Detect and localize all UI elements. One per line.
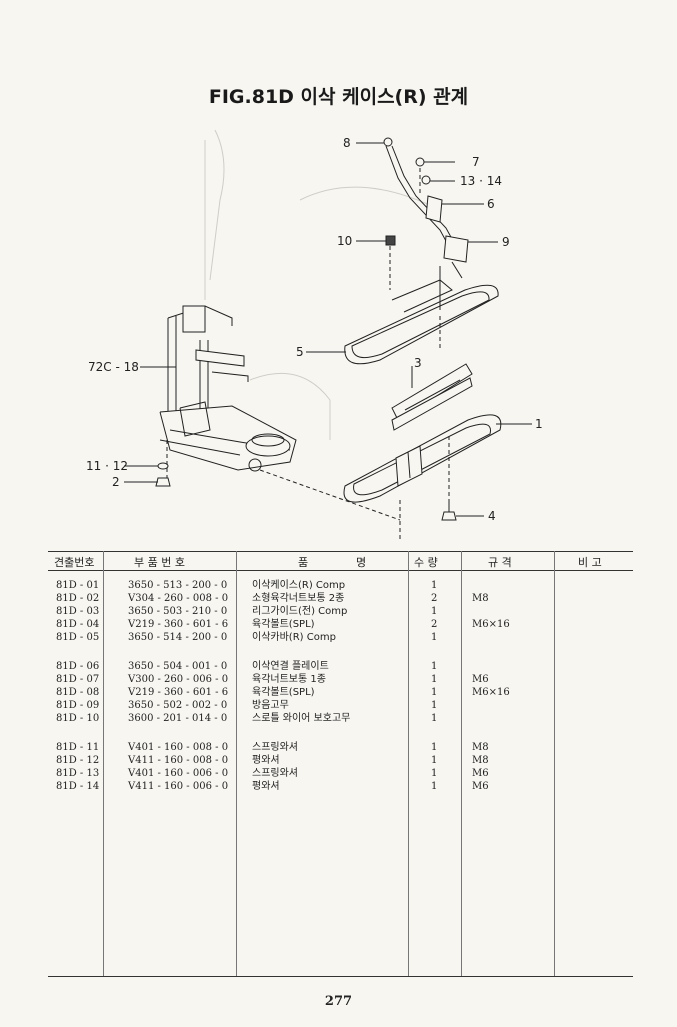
table-row: 81D - 03 3650 - 503 - 210 - 0 리그가이드(전) C… [56,606,438,617]
callout-1: 1 [535,417,543,431]
callout-5: 5 [296,345,304,359]
header-name-right: 명 [356,556,367,569]
callout-10: 10 [337,234,353,248]
callout-6: 6 [487,197,495,211]
table-bottom-rule [48,976,633,977]
table-row: 81D - 10 3600 - 201 - 014 - 0 스로틀 와이어 보호… [56,713,438,724]
table-row: 81D - 11 V401 - 160 - 008 - 0 스프링와셔 1 M8 [56,742,489,753]
assembly-dashed-lines [166,168,450,540]
callout-2: 2 [112,475,120,489]
table-row: 81D - 09 3650 - 502 - 002 - 0 방음고무 1 [56,700,438,711]
column-divider [461,551,462,976]
column-divider [408,551,409,976]
callout-11-12: 11 · 12 [86,459,128,473]
table-row: 81D - 13 V401 - 160 - 006 - 0 스프링와셔 1 M6 [56,768,489,779]
nut-2-drawing [155,477,171,487]
table-row: 81D - 12 V411 - 160 - 008 - 0 평와셔 1 M8 [56,755,489,766]
cover-5-drawing [344,266,499,365]
callout-13-14: 13 · 14 [460,174,502,188]
header-index-number: 견출번호 [54,556,95,569]
header-remarks: 비 고 [578,556,602,569]
table-row: 81D - 02 V304 - 260 - 008 - 0 소형육각너트보통 2… [56,593,489,604]
callout-3: 3 [414,356,422,370]
header-quantity: 수 량 [414,556,438,569]
callout-9: 9 [502,235,510,249]
table-row: 81D - 07 V300 - 260 - 006 - 0 육각너트보통 1종 … [56,674,489,685]
column-divider [236,551,237,976]
frame-assembly-drawing [159,305,297,472]
callout-72c-18: 72C - 18 [88,360,139,374]
header-spec: 규 격 [488,556,512,569]
column-divider [103,551,104,976]
header-name-left: 품 [298,556,309,569]
column-divider [554,551,555,976]
callout-7: 7 [472,155,480,169]
table-row: 81D - 01 3650 - 513 - 200 - 0 이삭케이스(R) C… [56,580,438,591]
guide-rail-3-drawing [391,363,473,431]
page-number: 277 [324,994,353,1009]
table-row: 81D - 08 V219 - 360 - 601 - 6 육각볼트(SPL) … [56,687,510,698]
table-row: 81D - 14 V411 - 160 - 006 - 0 평와셔 1 M6 [56,781,489,792]
table-row: 81D - 06 3650 - 504 - 001 - 0 이삭연결 플레이트 … [56,661,438,672]
parts-table-header: 견출번호 부 품 번 호 품 명 수 량 규 격 비 고 [48,551,633,571]
table-row: 81D - 05 3650 - 514 - 200 - 0 이삭카바(R) Co… [56,632,438,643]
header-part-number: 부 품 번 호 [134,556,185,569]
bolt-4-drawing [441,500,457,521]
case-1-drawing [343,414,502,503]
lever-assembly-drawing [383,137,469,279]
page-title: FIG.81D 이삭 케이스(R) 관계 [208,86,469,108]
rubber-part-10 [385,235,396,246]
callout-leader-lines [124,142,532,517]
callout-8: 8 [343,136,351,150]
table-row: 81D - 04 V219 - 360 - 601 - 6 육각볼트(SPL) … [56,619,510,630]
callout-4: 4 [488,509,496,523]
